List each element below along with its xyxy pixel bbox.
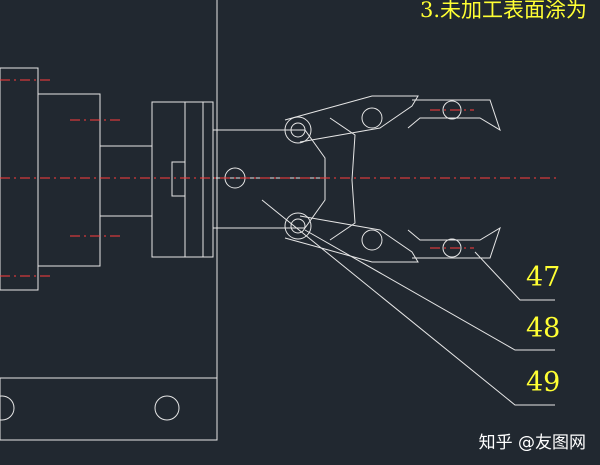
leader-line-48 [304, 229, 555, 351]
part-label-47: 47 [526, 262, 561, 293]
piston-rod-housing [99, 145, 153, 217]
jaw-bolt-lower [442, 238, 462, 258]
mounting-block [151, 101, 186, 258]
upper-jaw [407, 99, 501, 132]
pin-upper-inner [290, 122, 306, 138]
pin-lower [284, 212, 312, 240]
base-bolt-right [154, 395, 180, 421]
gripper-body [184, 101, 214, 258]
lower-link-arm [284, 215, 419, 263]
wedge [212, 129, 326, 229]
cylinder-body [0, 67, 39, 291]
fork-outline [329, 117, 356, 241]
pin-lower-inner [290, 218, 306, 234]
jaw-bolt-upper [442, 100, 462, 120]
upper-link-arm [284, 95, 419, 143]
drawing-note: 3.未加工表面涂为 [420, 0, 588, 22]
part-label-48: 48 [526, 313, 561, 344]
pivot-upper [361, 107, 383, 129]
leader-line-49 [261, 199, 555, 406]
leader-line-47 [474, 251, 555, 301]
base-bolt-left [0, 395, 15, 421]
lower-jaw [407, 226, 501, 259]
base-plate [0, 377, 218, 441]
mounting-block-inner [171, 161, 186, 197]
pin-upper [284, 116, 312, 144]
pivot-lower [361, 229, 383, 251]
part-label-49: 49 [526, 367, 561, 398]
watermark: 知乎 @友图网 [478, 433, 586, 453]
